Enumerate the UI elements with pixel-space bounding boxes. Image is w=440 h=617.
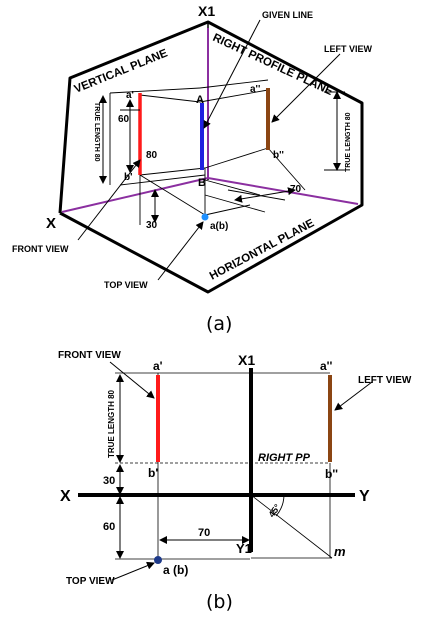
label-x-a: X [46, 215, 56, 232]
label-b-dprime-b: b'' [325, 467, 338, 481]
label-b-prime-b: b' [148, 466, 158, 480]
axes-b [78, 368, 355, 552]
leader-lines [77, 19, 341, 281]
hinge-lines [61, 28, 359, 213]
label-top-view-b: TOP VIEW [66, 576, 115, 587]
label-front-view-b: FRONT VIEW [58, 350, 121, 361]
label-a-dprime-a: a'' [250, 84, 260, 95]
leader-lines-b [109, 361, 373, 581]
label-right-profile-plane: RIGHT PROFILE PLANE [211, 32, 335, 98]
label-front-view-a: FRONT VIEW [12, 244, 69, 254]
label-dim-70-b: 70 [198, 527, 210, 539]
label-top-view-a: TOP VIEW [104, 280, 148, 290]
label-dim-80-a: 80 [146, 150, 158, 161]
label-point-A: A [196, 94, 204, 106]
top-view-point-b [154, 556, 162, 564]
label-given-line: GIVEN LINE [262, 10, 313, 20]
dimension-lines [99, 91, 345, 223]
label-dim-30-b: 30 [103, 475, 115, 487]
label-left-view-a: LEFT VIEW [324, 44, 373, 54]
label-x-b: X [60, 488, 71, 505]
dimension-lines-b [116, 374, 250, 559]
figure-a: X1 X GIVEN LINE RIGHT PROFILE PLANE LEFT… [12, 3, 373, 335]
label-y-b: Y [359, 488, 370, 505]
label-ab-a: a(b) [210, 221, 228, 232]
figure-b: FRONT VIEW LEFT VIEW TOP VIEW X1 Y1 X Y … [58, 350, 412, 613]
label-b-dprime-a: b'' [273, 150, 284, 161]
angle-arc-45 [275, 494, 285, 517]
label-x1-b: X1 [238, 352, 255, 368]
label-true-length-b: TRUE LENGTH 80 [107, 389, 116, 458]
label-true-length-right: TRUE LENGTH 80 [345, 112, 352, 172]
label-left-view-b: LEFT VIEW [358, 375, 412, 386]
caption-a: (a) [206, 313, 232, 335]
label-dim-30-a: 30 [146, 220, 158, 231]
label-a-dprime-b: a'' [320, 359, 333, 373]
top-view-point [201, 213, 209, 221]
label-true-length-left: TRUE LENGTH 80 [93, 102, 100, 162]
label-x1-a: X1 [198, 3, 215, 19]
box-outline [58, 20, 364, 294]
label-ab-b: a (b) [163, 563, 188, 577]
label-point-B: B [198, 177, 206, 189]
label-m: m [334, 544, 346, 559]
label-a-prime-a: a' [126, 90, 134, 101]
label-dim-70-a: 70 [290, 184, 302, 195]
label-right-pp: RIGHT PP [258, 452, 311, 464]
label-dim-60-b: 60 [103, 521, 115, 533]
label-a-prime-b: a' [153, 359, 163, 373]
label-angle-45: 45° [266, 502, 282, 519]
label-b-prime-a: b' [124, 172, 133, 183]
caption-b: (b) [206, 591, 233, 613]
label-y1-b: Y1 [236, 541, 252, 556]
label-dim-60-a: 60 [118, 114, 130, 125]
